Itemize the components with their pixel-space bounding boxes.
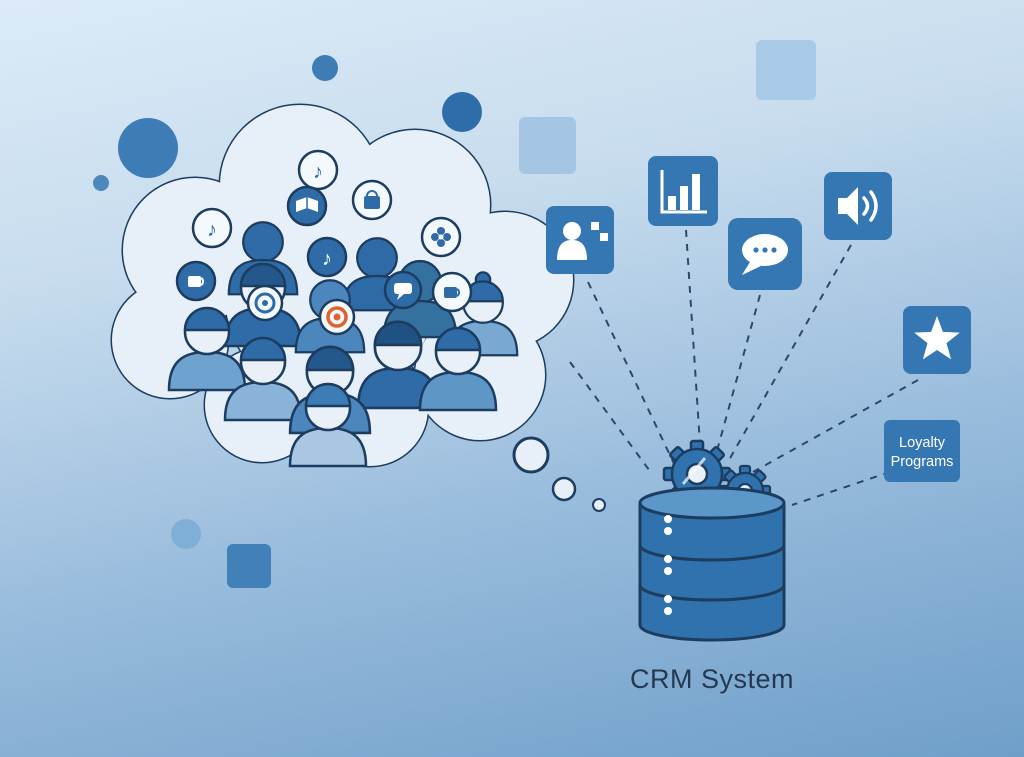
announcements-tile: [824, 172, 892, 240]
connector-segments: [587, 281, 677, 469]
svg-text:♪: ♪: [313, 161, 323, 183]
bar-chart-icon: [660, 170, 707, 214]
analytics-tile: [648, 156, 718, 226]
thought-trail: [512, 436, 606, 512]
pinwheel-icon: [420, 216, 462, 258]
people-group-icon: [557, 222, 608, 260]
database-icon: [638, 486, 786, 642]
connector-messaging: [714, 294, 761, 459]
capability-tiles: Loyalty Programs: [546, 156, 971, 482]
svg-text:♪: ♪: [322, 248, 332, 270]
bullseye-icon: [246, 284, 284, 322]
bullseye-icon: [318, 298, 356, 336]
interest-badges: ♪ ♪ ♪: [175, 149, 473, 336]
messaging-tile: [728, 218, 802, 290]
speaker-icon: [838, 187, 878, 225]
shopping-bag-icon: [351, 179, 393, 221]
music-note-icon: ♪: [297, 149, 339, 191]
person: [288, 382, 368, 468]
music-note-icon: ♪: [191, 207, 233, 249]
star-icon: [914, 316, 960, 360]
audience-crowd: [167, 221, 519, 468]
crm-database: CRM System: [630, 439, 794, 694]
connector-cloud-to-database: [569, 361, 653, 475]
connector-lines: [569, 229, 919, 506]
coffee-cup-icon: [431, 271, 473, 313]
loyalty-programs-tile: Loyalty Programs: [884, 420, 960, 482]
coffee-cup-icon: [175, 260, 217, 302]
decor-square: [519, 117, 576, 174]
decor-circle: [118, 118, 178, 178]
decor-circle: [93, 175, 109, 191]
chat-bubble-icon: [383, 270, 423, 310]
customer-segments-tile: [546, 206, 614, 274]
decor-circle: [442, 92, 482, 132]
decor-circle: [312, 55, 338, 81]
person: [288, 345, 372, 435]
person: [356, 320, 440, 410]
book-icon: [286, 185, 328, 227]
rewards-tile: [903, 306, 971, 374]
database-indicator-dots: [664, 515, 672, 615]
decor-circle: [171, 519, 201, 549]
chat-bubble-icon: [742, 234, 788, 275]
crm-system-label: CRM System: [630, 664, 794, 694]
person: [418, 326, 498, 412]
music-note-icon: ♪: [306, 236, 348, 278]
connector-loyalty: [791, 471, 891, 506]
loyalty-programs-label-line1: Loyalty: [899, 435, 946, 451]
svg-text:♪: ♪: [207, 219, 217, 241]
decor-square: [756, 40, 816, 100]
person: [167, 306, 247, 392]
loyalty-programs-label-line2: Programs: [891, 454, 954, 470]
connector-analytics: [685, 229, 702, 461]
connector-rewards: [752, 379, 919, 473]
decor-square: [227, 544, 271, 588]
decor-shapes: [93, 40, 816, 588]
